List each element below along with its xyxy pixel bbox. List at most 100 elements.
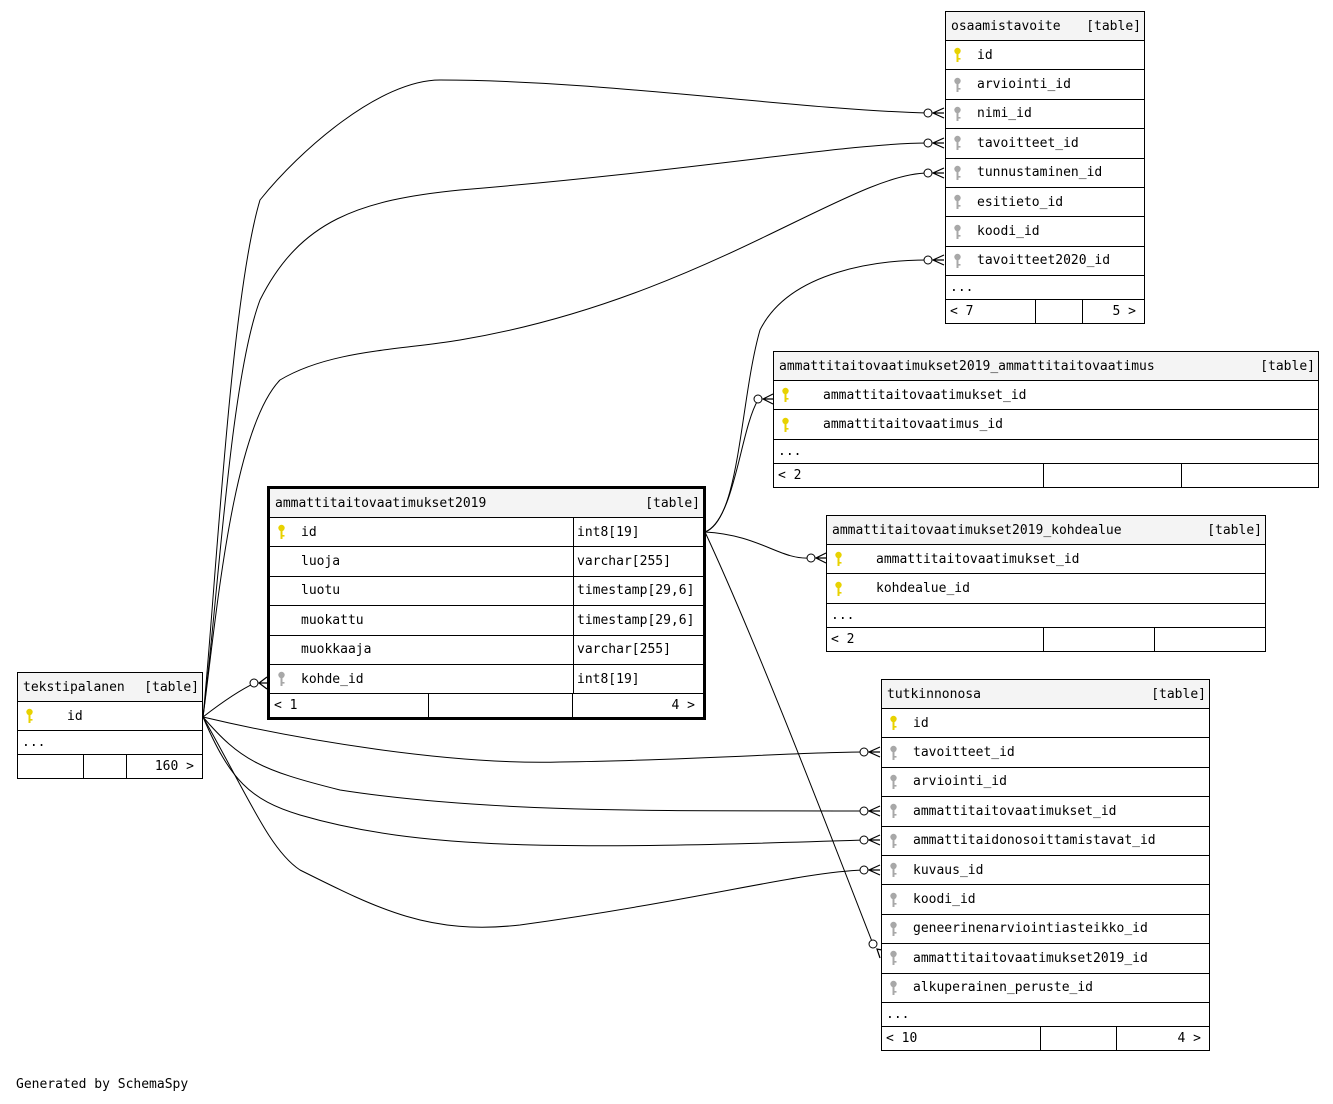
column-name[interactable]: kohdealue_id bbox=[876, 581, 970, 597]
edge-tutk-ammattitaitovaatimukset bbox=[202, 716, 865, 812]
foreign-key-icon bbox=[953, 135, 967, 151]
parents-count[interactable]: < 2 bbox=[778, 467, 802, 483]
table-ammattitaitovaatimukset2019-ammattitaitovaatimus[interactable]: ammattitaitovaatimukset2019_ammattitaito… bbox=[773, 351, 1319, 488]
column-row[interactable]: id bbox=[882, 709, 1209, 739]
footer-spacer bbox=[1043, 627, 1154, 651]
column-row[interactable]: luoja varchar[255] bbox=[270, 547, 703, 577]
column-row[interactable]: tavoitteet_id bbox=[946, 129, 1144, 159]
column-row[interactable]: esitieto_id bbox=[946, 188, 1144, 218]
table-tekstipalanen[interactable]: tekstipalanen [table] id ... 160 > bbox=[17, 672, 203, 780]
table-name[interactable]: tutkinnonosa bbox=[887, 686, 981, 702]
column-row[interactable]: nimi_id bbox=[946, 100, 1144, 130]
column-type: varchar[255] bbox=[573, 635, 703, 664]
column-name[interactable]: arviointi_id bbox=[913, 774, 1007, 790]
column-name[interactable]: alkuperainen_peruste_id bbox=[913, 980, 1094, 996]
table-name[interactable]: ammattitaitovaatimukset2019_ammattitaito… bbox=[779, 358, 1155, 374]
table-name[interactable]: osaamistavoite bbox=[951, 18, 1061, 34]
column-row[interactable]: kuvaus_id bbox=[882, 856, 1209, 886]
column-name[interactable]: ammattitaitovaatimukset_id bbox=[823, 387, 1027, 403]
column-row[interactable]: ammattitaitovaatimukset_id bbox=[882, 797, 1209, 827]
primary-key-icon bbox=[953, 47, 967, 63]
column-row[interactable]: geneerinenarviointiasteikko_id bbox=[882, 915, 1209, 945]
column-row[interactable]: arviointi_id bbox=[946, 70, 1144, 100]
column-name[interactable]: ammattitaitovaatimus_id bbox=[823, 417, 1004, 433]
column-name[interactable]: geneerinenarviointiasteikko_id bbox=[913, 921, 1148, 937]
foreign-key-icon bbox=[889, 745, 903, 761]
column-row[interactable]: ammattitaitovaatimukset2019_id bbox=[882, 944, 1209, 974]
column-name[interactable]: koodi_id bbox=[913, 892, 976, 908]
footer-spacer bbox=[83, 755, 126, 779]
children-count[interactable]: 4 > bbox=[1116, 1026, 1209, 1050]
edge-tutk-tavoitteet bbox=[202, 716, 865, 763]
column-row[interactable]: kohdealue_id bbox=[827, 574, 1265, 604]
column-name[interactable]: koodi_id bbox=[977, 224, 1040, 240]
parents-count[interactable]: < 2 bbox=[831, 631, 855, 647]
table-name[interactable]: tekstipalanen bbox=[23, 679, 125, 695]
column-row[interactable]: muokkaaja varchar[255] bbox=[270, 635, 703, 665]
table-header: ammattitaitovaatimukset2019_ammattitaito… bbox=[774, 352, 1318, 381]
column-row[interactable]: id bbox=[946, 41, 1144, 71]
column-row[interactable]: tavoitteet2020_id bbox=[946, 247, 1144, 277]
column-name[interactable]: tavoitteet_id bbox=[913, 745, 1015, 761]
column-name[interactable]: esitieto_id bbox=[977, 194, 1064, 210]
column-name[interactable]: ammattitaitovaatimukset2019_id bbox=[913, 950, 1148, 966]
column-name[interactable]: kohde_id bbox=[301, 671, 364, 687]
column-row[interactable]: ammattitaitovaatimukset_id bbox=[827, 545, 1265, 575]
column-name[interactable]: ammattitaidonosoittamistavat_id bbox=[913, 833, 1156, 849]
children-count[interactable]: 4 > bbox=[572, 694, 703, 718]
column-type: varchar[255] bbox=[573, 547, 703, 576]
primary-key-icon bbox=[889, 715, 903, 731]
column-name[interactable]: tavoitteet_id bbox=[977, 135, 1079, 151]
column-name[interactable]: arviointi_id bbox=[977, 77, 1071, 93]
column-name[interactable]: id bbox=[301, 524, 317, 540]
parents-count[interactable] bbox=[18, 755, 83, 778]
column-row[interactable]: id bbox=[18, 702, 202, 732]
table-footer: < 2 bbox=[774, 463, 1318, 487]
column-row[interactable]: koodi_id bbox=[882, 885, 1209, 915]
table-name[interactable]: ammattitaitovaatimukset2019_kohdealue bbox=[832, 522, 1122, 538]
column-name[interactable]: kuvaus_id bbox=[913, 862, 984, 878]
edge-osaamistavoite-tavoitteet2020 bbox=[704, 259, 929, 533]
table-name[interactable]: ammattitaitovaatimukset2019 bbox=[275, 495, 487, 511]
parents-count[interactable]: < 7 bbox=[950, 304, 974, 320]
column-name[interactable]: id bbox=[67, 708, 83, 724]
children-count[interactable] bbox=[1181, 463, 1318, 487]
children-count[interactable]: 5 > bbox=[1082, 300, 1144, 324]
column-name[interactable]: tunnustaminen_id bbox=[977, 165, 1103, 181]
parents-count[interactable]: < 1 bbox=[274, 698, 298, 714]
column-name[interactable]: ammattitaitovaatimukset_id bbox=[876, 551, 1080, 567]
generated-by-credit[interactable]: Generated by SchemaSpy bbox=[16, 1077, 189, 1092]
column-row[interactable]: koodi_id bbox=[946, 217, 1144, 247]
column-name[interactable]: id bbox=[913, 715, 929, 731]
column-row[interactable]: arviointi_id bbox=[882, 768, 1209, 798]
table-ammattitaitovaatimukset2019-kohdealue[interactable]: ammattitaitovaatimukset2019_kohdealue [t… bbox=[826, 515, 1266, 652]
column-name[interactable]: luotu bbox=[301, 583, 341, 599]
column-row[interactable]: alkuperainen_peruste_id bbox=[882, 974, 1209, 1003]
column-row[interactable]: tavoitteet_id bbox=[882, 738, 1209, 768]
footer-spacer bbox=[1043, 463, 1181, 487]
column-name[interactable]: muokattu bbox=[301, 612, 364, 628]
column-row[interactable]: ammattitaitovaatimukset_id bbox=[774, 381, 1318, 411]
column-name[interactable]: tavoitteet2020_id bbox=[977, 253, 1111, 269]
more-columns: ... bbox=[946, 276, 1144, 301]
column-name[interactable]: muokkaaja bbox=[301, 642, 372, 658]
column-row[interactable]: ammattitaitovaatimus_id bbox=[774, 410, 1318, 440]
edge-tutk-kuvaus bbox=[202, 716, 865, 928]
column-name[interactable]: luoja bbox=[301, 554, 341, 570]
children-count[interactable]: 160 > bbox=[126, 755, 202, 779]
foreign-key-icon bbox=[889, 803, 903, 819]
parents-count[interactable]: < 10 bbox=[886, 1030, 918, 1046]
column-name[interactable]: nimi_id bbox=[977, 106, 1032, 122]
column-row[interactable]: ammattitaidonosoittamistavat_id bbox=[882, 827, 1209, 856]
children-count[interactable] bbox=[1154, 627, 1265, 651]
column-name[interactable]: id bbox=[977, 47, 993, 63]
column-name[interactable]: ammattitaitovaatimukset_id bbox=[913, 803, 1117, 819]
column-row[interactable]: tunnustaminen_id bbox=[946, 159, 1144, 188]
